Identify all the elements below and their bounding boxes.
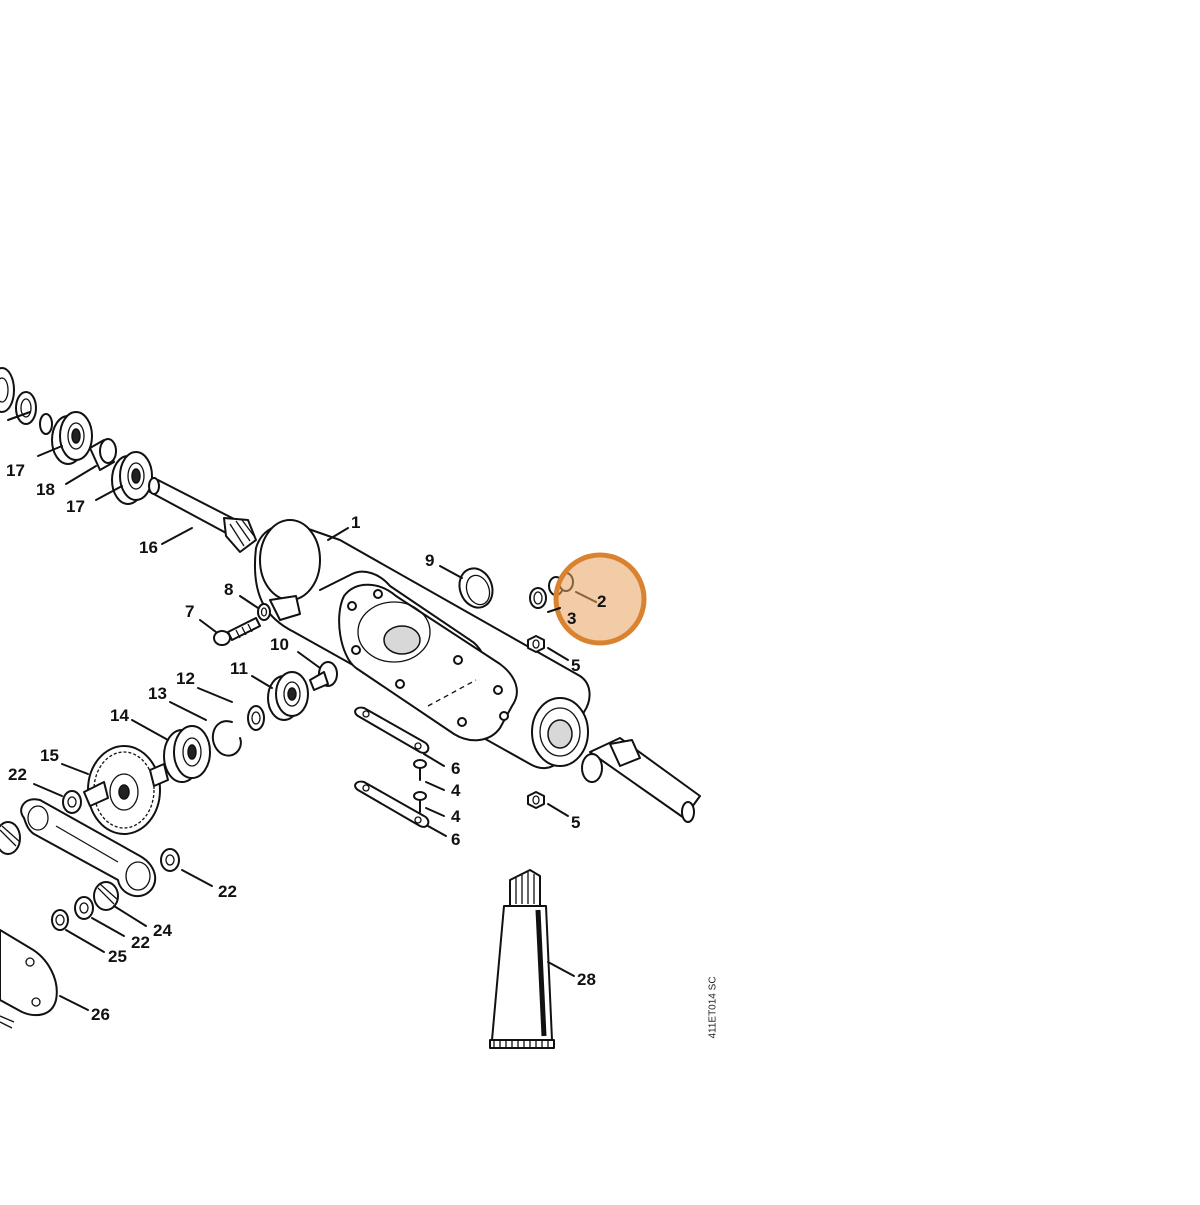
callout-22-left: 22 [8, 765, 27, 784]
screw-7 [213, 617, 261, 646]
callout-11: 11 [230, 659, 248, 678]
circlip-25 [51, 909, 69, 931]
callout-22-bottom: 22 [131, 933, 150, 952]
callout-17-lower: 17 [66, 497, 85, 516]
ring-9 [458, 567, 494, 609]
callout-1: 1 [351, 513, 361, 532]
callout-26: 26 [91, 1005, 110, 1024]
callout-15: 15 [40, 746, 59, 765]
callout-8: 8 [224, 580, 234, 599]
connecting-rod [20, 798, 156, 898]
pinion-shaft-16 [148, 477, 257, 553]
callout-25: 25 [108, 947, 127, 966]
washer-22-left [62, 790, 82, 814]
callout-28: 28 [577, 970, 596, 989]
callout-6-lower: 6 [451, 830, 461, 849]
washer-22-bottom [74, 896, 94, 920]
callout-22-right: 22 [218, 882, 237, 901]
bearing-17-lower [111, 451, 153, 505]
drawing-code: 411ET014 SC [707, 976, 719, 1039]
callout-24: 24 [153, 921, 172, 940]
callout-16: 16 [139, 538, 158, 557]
washer-12-small [247, 705, 265, 731]
callout-5-upper: 5 [571, 656, 581, 675]
bearing-17-upper [51, 411, 93, 465]
callout-10: 10 [270, 635, 289, 654]
callout-4-upper: 4 [451, 781, 461, 800]
needle-bearing-left [0, 821, 21, 855]
nut-5-upper [527, 635, 545, 653]
circlip-13 [212, 720, 242, 757]
grease-tube-28 [489, 869, 555, 1049]
gasket-6-lower [354, 780, 430, 828]
washer-22-right [160, 848, 180, 872]
callout-13: 13 [148, 684, 167, 703]
spur-gear-15 [83, 745, 169, 835]
screw-4-lower [413, 791, 427, 813]
bearing-top-left-partial [0, 367, 53, 435]
bearing-11 [267, 671, 309, 721]
alignment-dash [427, 679, 477, 707]
callout-5-lower: 5 [571, 813, 581, 832]
needle-bearing-24 [93, 881, 119, 911]
washer-3 [529, 587, 547, 609]
callout-14: 14 [110, 706, 129, 725]
nut-5-lower [527, 791, 545, 809]
callout-9: 9 [425, 551, 435, 570]
callout-6-upper: 6 [451, 759, 461, 778]
callout-17-upper: 17 [6, 461, 25, 480]
drive-tube [581, 737, 701, 823]
sleeve-18 [89, 438, 117, 471]
callout-3: 3 [567, 609, 577, 628]
gear-housing-1 [253, 519, 591, 770]
bearing-14 [163, 725, 211, 783]
callout-2[interactable]: 2 [597, 592, 607, 611]
leader-lines [7, 411, 575, 1011]
callout-7: 7 [185, 602, 195, 621]
screw-4-upper [413, 759, 427, 781]
washer-8 [257, 603, 271, 621]
callout-12: 12 [176, 669, 195, 688]
bolt-10 [309, 661, 338, 691]
callout-4-lower: 4 [451, 807, 461, 826]
cover-26 [0, 929, 58, 1029]
gasket-6-upper [354, 706, 430, 754]
callout-18: 18 [36, 480, 55, 499]
highlight-circle-item-2 [553, 552, 647, 646]
